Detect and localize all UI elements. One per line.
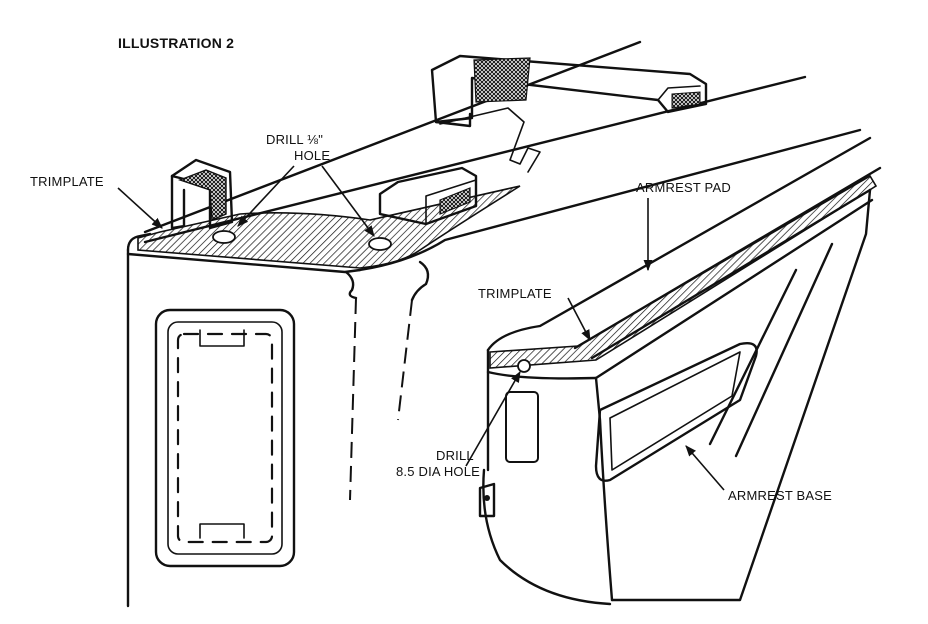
drill-hole-1 <box>212 230 236 244</box>
rail-bracket <box>378 166 478 226</box>
upper-bracket <box>430 54 708 128</box>
label-armrest-pad: ARMREST PAD <box>636 180 731 195</box>
label-drill-dia-line1: DRILL <box>436 448 474 463</box>
drill-hole-2 <box>368 237 392 251</box>
leader-trimplate-right <box>567 297 591 341</box>
label-drill-hole-line1: DRILL ⅛" <box>266 132 323 147</box>
label-armrest-base: ARMREST BASE <box>728 488 832 503</box>
leader-drill-dia <box>465 371 521 467</box>
armrest-assembly <box>478 136 882 606</box>
label-trimplate-right: TRIMPLATE <box>478 286 552 301</box>
door-pull-cup <box>154 308 296 568</box>
label-trimplate-left: TRIMPLATE <box>30 174 104 189</box>
label-drill-dia-line2: 8.5 DIA HOLE <box>396 464 480 479</box>
illustration-title: ILLUSTRATION 2 <box>118 35 234 51</box>
trimplate-left-hatched <box>137 185 521 269</box>
leader-trimplate-left <box>117 187 163 229</box>
label-drill-hole-line2: HOLE <box>294 148 330 163</box>
leader-armrest-base <box>685 445 725 491</box>
leader-drill-hole-1 <box>237 165 295 227</box>
leader-drill-hole-2 <box>321 165 375 237</box>
drill-hole-8-5 <box>517 359 531 373</box>
retaining-clip <box>170 158 234 230</box>
